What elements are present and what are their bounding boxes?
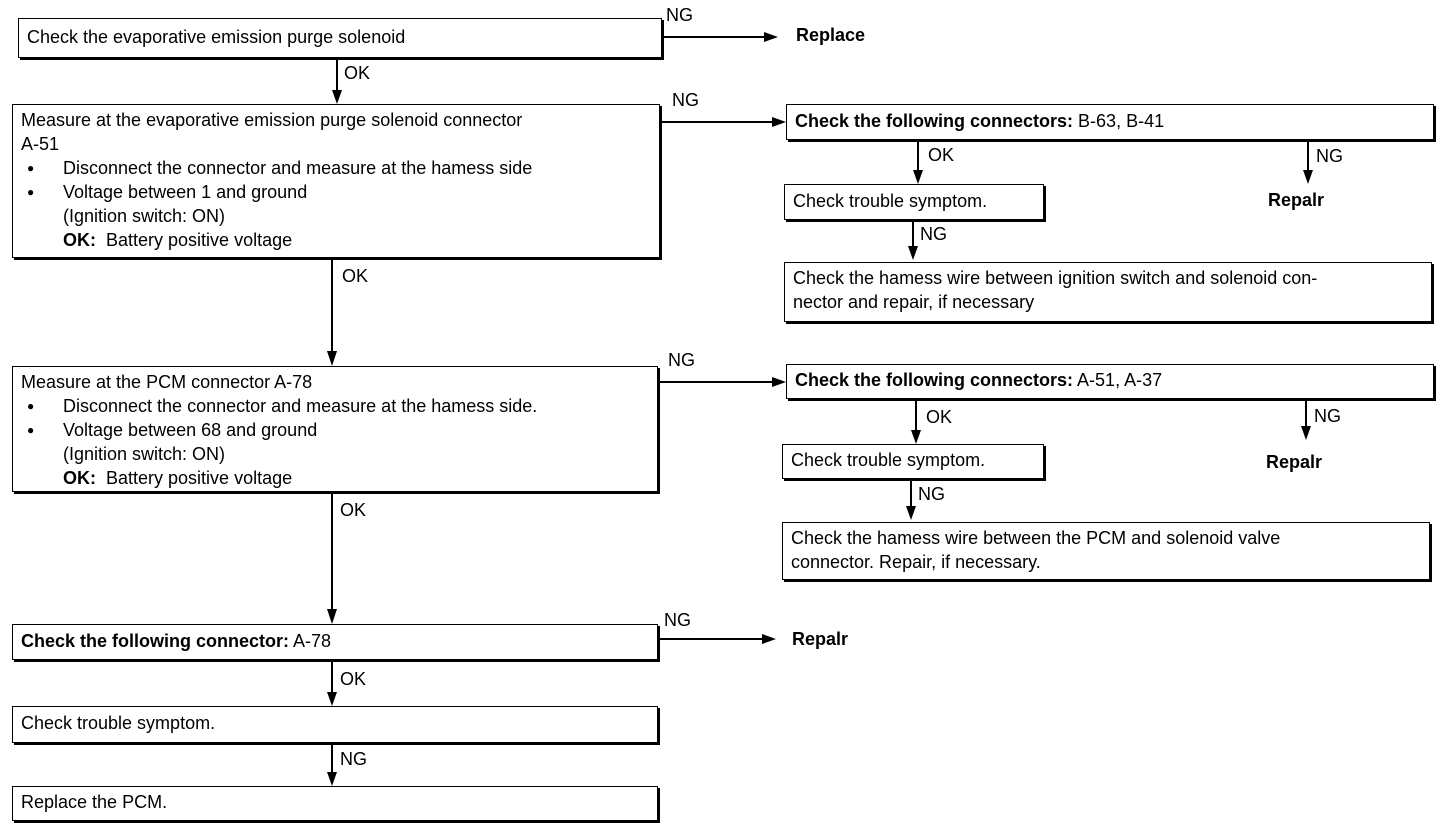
measure-solenoid-line2: A-51 [21,134,60,154]
check-connector-value: A-78 [293,631,332,651]
ng-label: NG [340,749,367,769]
check-connectors-label: Check the following connectors: [795,111,1074,131]
action-repair: Repalr [1268,190,1325,210]
measure-solenoid-connector-box: Measure at the evaporative emission purg… [12,104,660,258]
arrowhead [911,430,921,444]
measure-pcm-bullet2: Voltage between 68 and ground [21,418,649,442]
measure-pcm-connector-box: Measure at the PCM connector A-78 Discon… [12,366,658,492]
arrowhead [906,506,916,520]
replace-pcm-text: Replace the PCM. [21,792,168,812]
harness-wire-check-box-2: Check the hamess wire between the PCM an… [782,522,1430,580]
ok-label: OK [344,63,371,83]
harness-wire-line2: nector and repair, if necessary [793,292,1035,312]
measure-pcm-bullet1: Disconnect the connector and measure at … [21,394,649,418]
ok-criterion-text: Battery positive voltage [106,468,293,488]
measure-solenoid-line1: Measure at the evaporative emission purg… [21,110,523,130]
arrowhead [327,772,337,786]
arrowhead [908,246,918,260]
ok-criterion-label: OK: [63,468,96,488]
ok-criterion-label: OK: [63,230,96,250]
action-replace: Replace [796,25,866,45]
arrowhead [332,90,342,104]
arrowhead [762,634,776,644]
trouble-symptom-box-1: Check trouble symptom. [784,184,1044,220]
ng-label: NG [1316,146,1343,166]
measure-pcm-indent: (Ignition switch: ON) [63,444,226,464]
check-connectors-b63-box: Check the following connectors: B-63, B-… [786,104,1434,140]
harness-wire-check-box-1: Check the hamess wire between ignition s… [784,262,1432,322]
arrowhead [1301,426,1311,440]
ng-label: NG [672,90,699,110]
trouble-symptom-text: Check trouble symptom. [793,191,988,211]
arrowhead [327,351,337,366]
ok-label: OK [340,669,367,689]
purge-solenoid-check-box: Check the evaporative emission purge sol… [18,18,662,58]
trouble-symptom-box-3: Check trouble symptom. [12,706,658,743]
measure-pcm-line1: Measure at the PCM connector A-78 [21,372,313,392]
check-connectors-value: B-63, B-41 [1078,111,1165,131]
harness-wire-line2: connector. Repair, if necessary. [791,552,1041,572]
trouble-symptom-text: Check trouble symptom. [21,713,216,733]
ng-label: NG [918,484,945,504]
arrowhead [772,117,786,127]
ng-label: NG [664,610,691,630]
ok-label: OK [928,145,955,165]
measure-pcm-ok-line: OK: Battery positive voltage [21,466,649,490]
ng-label: NG [1314,406,1341,426]
trouble-symptom-text: Check trouble symptom. [791,450,986,470]
measure-solenoid-indent: (Ignition switch: ON) [63,206,226,226]
measure-solenoid-bullet2: Voltage between 1 and ground [21,180,651,204]
ng-label: NG [666,5,693,25]
measure-solenoid-ok-line: OK: Battery positive voltage [21,228,651,252]
action-repair: Repalr [792,629,849,649]
ng-label: NG [668,350,695,370]
check-connectors-value: A-51, A-37 [1077,370,1163,390]
harness-wire-line1: Check the hamess wire between the PCM an… [791,528,1281,548]
arrowhead [764,32,778,42]
check-connectors-label: Check the following connectors: [795,370,1074,390]
arrowhead [772,377,786,387]
check-connector-a78-box: Check the following connector: A-78 [12,624,658,660]
check-connector-label: Check the following connector: [21,631,290,651]
action-repair: Repalr [1266,452,1323,472]
arrowhead [327,692,337,706]
ok-label: OK [342,266,369,286]
ng-label: NG [920,224,947,244]
measure-solenoid-bullet1: Disconnect the connector and measure at … [21,156,651,180]
arrowhead [913,170,923,184]
ok-label: OK [926,407,953,427]
arrowhead [1303,170,1313,184]
ok-criterion-text: Battery positive voltage [106,230,293,250]
ok-label: OK [340,500,367,520]
arrowhead [327,609,337,624]
trouble-symptom-box-2: Check trouble symptom. [782,444,1044,479]
replace-pcm-box: Replace the PCM. [12,786,658,821]
check-connectors-a51-box: Check the following connectors: A-51, A-… [786,364,1434,399]
harness-wire-line1: Check the hamess wire between ignition s… [793,268,1318,288]
purge-solenoid-check-text: Check the evaporative emission purge sol… [27,27,406,47]
